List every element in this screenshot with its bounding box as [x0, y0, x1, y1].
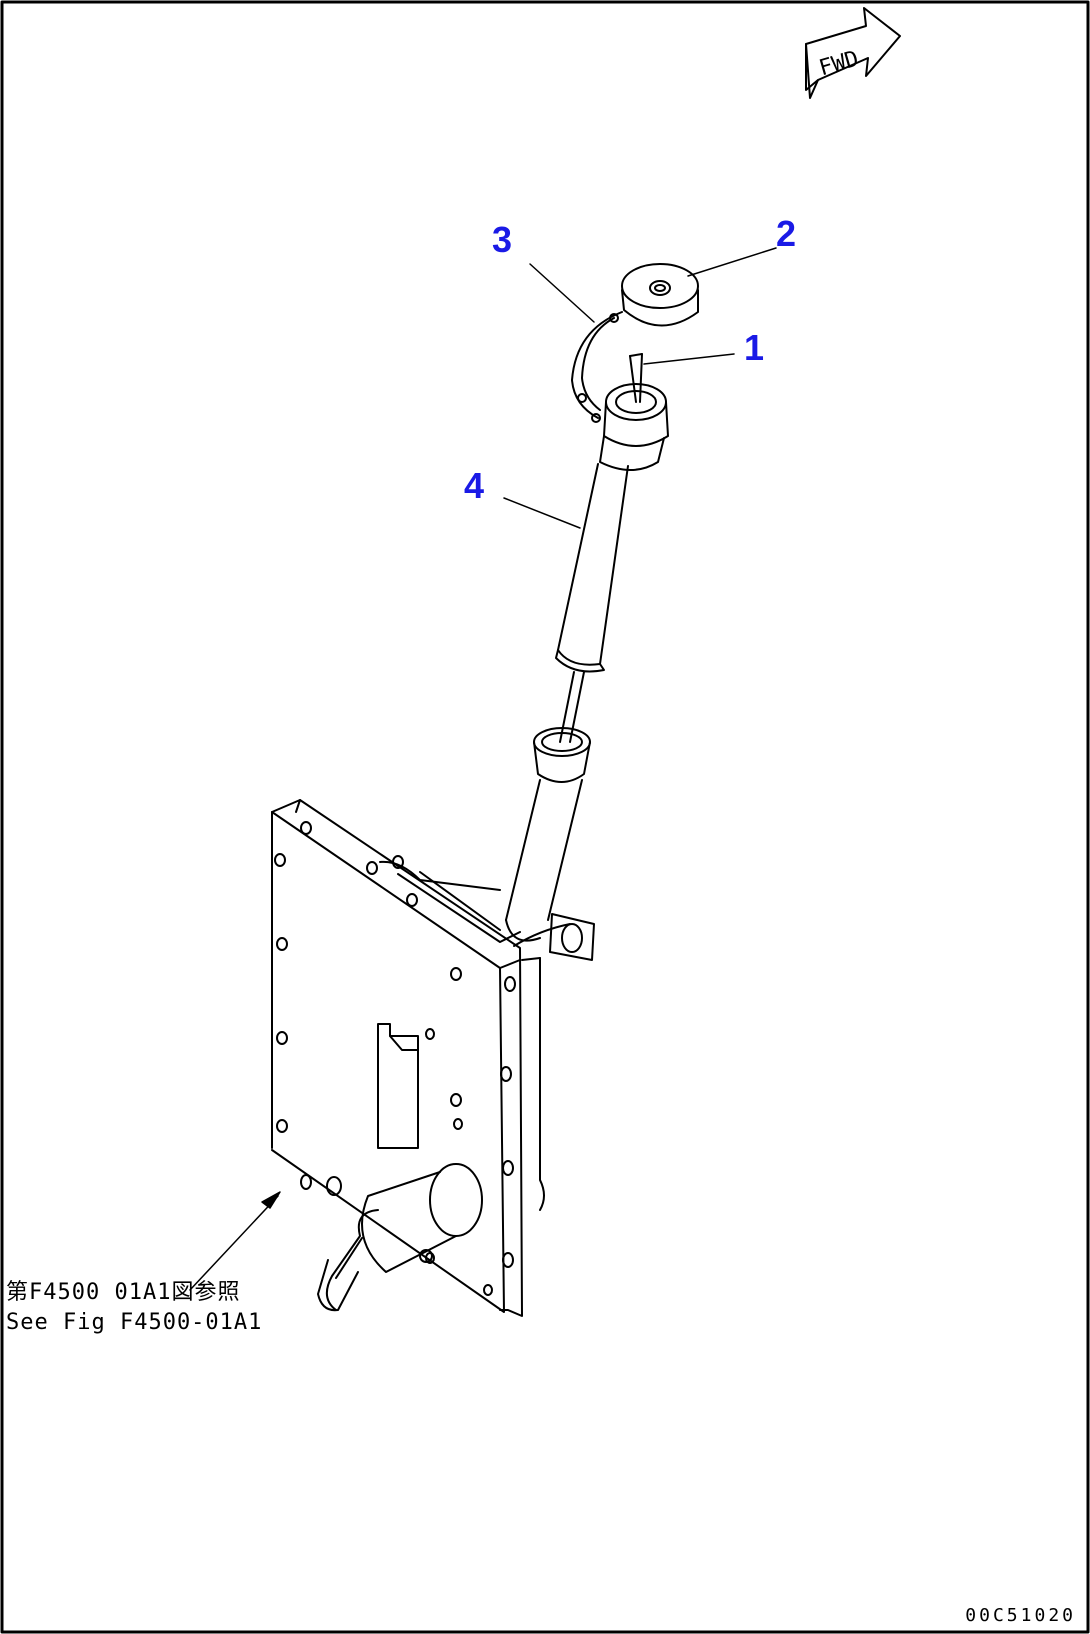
- cap-chain: [571, 311, 623, 423]
- lower-cylinder: [317, 1163, 483, 1312]
- dipstick-rod: [559, 671, 585, 743]
- reference-note-en: See Fig F4500-01A1: [6, 1310, 263, 1335]
- filler-tube: [555, 463, 629, 673]
- filler-neck-top: [599, 353, 669, 471]
- fwd-arrow-icon: FWD: [805, 7, 901, 99]
- leader-line-4: [503, 497, 581, 529]
- drawing-number: 00C51020: [965, 1605, 1076, 1626]
- leader-line-ref: [189, 1195, 279, 1291]
- leader-line-1: [643, 353, 735, 365]
- callout-2: 2: [776, 213, 797, 254]
- callout-1: 1: [744, 327, 765, 368]
- pipe-bracket: [513, 913, 595, 961]
- reference-note-jp: 第F4500 01A1図参照: [6, 1280, 241, 1305]
- mounting-plate: [271, 799, 545, 1317]
- filler-cap: [621, 263, 699, 327]
- leader-line-3: [529, 263, 595, 323]
- leader-arrow-icon: [261, 1191, 281, 1209]
- callout-3: 3: [492, 219, 513, 260]
- reference-note: 第F4500 01A1図参照 See Fig F4500-01A1: [6, 1278, 262, 1338]
- leader-line-2: [687, 247, 777, 277]
- lower-pipe: [505, 727, 591, 942]
- callout-4: 4: [464, 465, 485, 506]
- fwd-label: FWD: [816, 46, 861, 81]
- leader-lines: [189, 247, 777, 1291]
